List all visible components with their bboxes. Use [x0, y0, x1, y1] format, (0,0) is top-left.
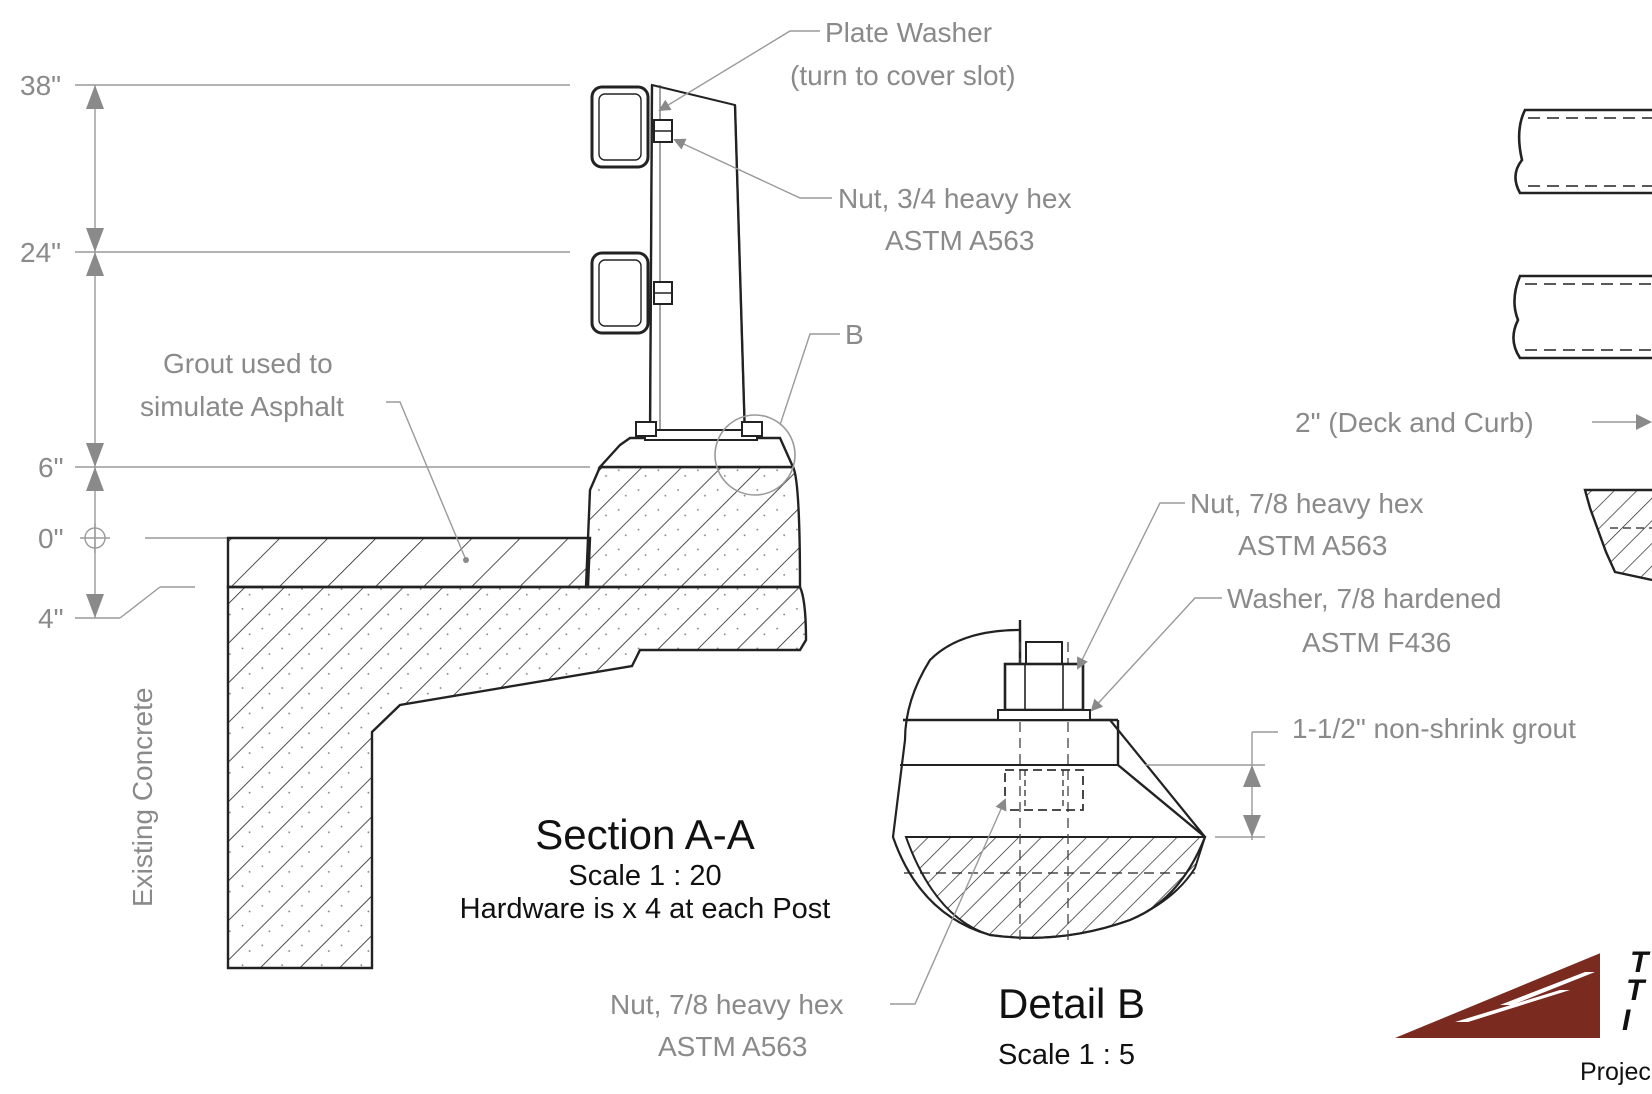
anchor-nut-right [741, 421, 763, 437]
detail-b-circle [714, 414, 796, 496]
detail-title: Detail B [998, 980, 1145, 1027]
label-washer-spec: ASTM F436 [1302, 627, 1451, 658]
detail-b-top-nut [1003, 662, 1085, 712]
detail-b-view [891, 620, 1207, 939]
detail-scale: Scale 1 : 5 [998, 1039, 1135, 1071]
steel-post [648, 83, 747, 439]
label-washer: Washer, 7/8 hardened [1227, 583, 1501, 614]
existing-concrete-section [226, 585, 808, 970]
label-nut-78-bottom: Nut, 7/8 heavy hex [610, 989, 843, 1020]
label-plate-washer-note: (turn to cover slot) [790, 60, 1016, 91]
leader-lines-detail [890, 502, 1222, 1005]
label-nut-34-spec: ASTM A563 [885, 225, 1034, 256]
label-detail-b-callout: B [845, 319, 864, 350]
leader-lines-section [386, 30, 840, 563]
label-nut-78-top-spec: ASTM A563 [1238, 530, 1387, 561]
logo-text-line-1: T [1630, 946, 1651, 979]
curb-section [584, 465, 802, 589]
rail-bolt-top [653, 119, 673, 143]
detail-b-washer [997, 709, 1091, 721]
deck-curb-arrow [1592, 414, 1652, 430]
label-existing-concrete: Existing Concrete [127, 688, 158, 907]
top-rail-tube [590, 85, 650, 169]
section-note: Hardware is x 4 at each Post [460, 893, 831, 925]
deck-view-base [1583, 488, 1652, 582]
label-grout: Grout used to [163, 348, 333, 379]
deck-view-top-rail [1514, 108, 1652, 195]
detail-b-leveling-nut [1004, 769, 1084, 811]
section-title: Section A-A [535, 811, 754, 858]
label-grout-thickness: 1-1/2" non-shrink grout [1292, 713, 1576, 744]
label-nut-78-bottom-spec: ASTM A563 [658, 1031, 807, 1062]
logo-project-text: Projec [1580, 1058, 1651, 1086]
dim-0: 0" [38, 523, 64, 554]
logo-text-line-2: T [1626, 974, 1647, 1007]
elevation-dimensions [75, 84, 590, 619]
rail-bolt-lower [653, 281, 673, 305]
label-plate-washer: Plate Washer [825, 17, 992, 48]
dim-4: 4" [38, 603, 64, 634]
grout-asphalt-layer [226, 536, 592, 589]
tti-logo [1395, 940, 1652, 1040]
anchor-nut-left [635, 421, 657, 437]
logo-text-line-3: I [1622, 1004, 1631, 1037]
label-nut-78-top: Nut, 7/8 heavy hex [1190, 488, 1423, 519]
deck-view-lower-rail [1512, 274, 1652, 360]
base-plate [644, 429, 758, 441]
leveling-grout-pad [597, 436, 795, 469]
lower-rail-tube [590, 251, 650, 335]
dim-24: 24" [20, 237, 61, 268]
dim-38: 38" [20, 70, 61, 101]
section-scale: Scale 1 : 20 [568, 860, 721, 892]
label-grout-asphalt: simulate Asphalt [140, 391, 344, 422]
label-nut-34: Nut, 3/4 heavy hex [838, 183, 1071, 214]
dim-6: 6" [38, 452, 64, 483]
label-deck-curb: 2" (Deck and Curb) [1295, 407, 1534, 438]
grout-thickness-dimension [1145, 731, 1278, 840]
